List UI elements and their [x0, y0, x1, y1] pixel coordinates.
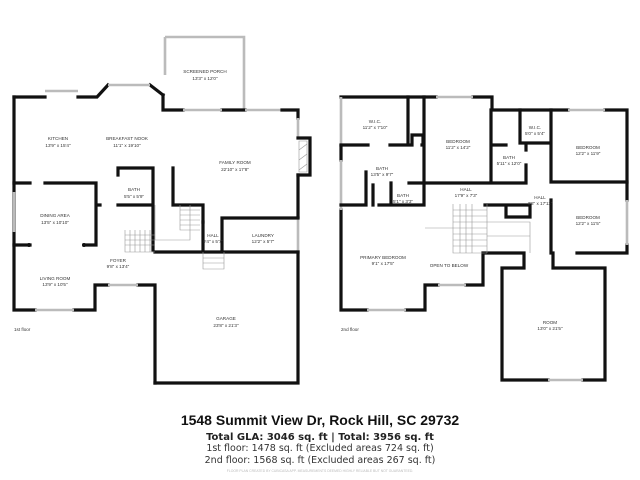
- svg-text:HALL: HALL: [207, 233, 219, 238]
- svg-text:LIVING ROOM: LIVING ROOM: [40, 276, 71, 281]
- room-kitchen: KITCHEN 13'9" x 15'4": [45, 136, 71, 148]
- svg-text:5'1" x 3'3": 5'1" x 3'3": [393, 199, 413, 204]
- svg-text:13'9" x 10'5": 13'9" x 10'5": [42, 282, 68, 287]
- address-title: 1548 Summit View Dr, Rock Hill, SC 29732: [180, 412, 460, 428]
- svg-text:BREAKFAST NOOK: BREAKFAST NOOK: [106, 136, 149, 141]
- svg-text:BATH: BATH: [503, 155, 515, 160]
- svg-text:13'5" x 10'10": 13'5" x 10'10": [41, 220, 69, 225]
- second-floor-labels: 2nd floor W.I.C.11'2" x 7'10" BEDROOM11'…: [341, 119, 601, 332]
- svg-text:11'2" x 14'2": 11'2" x 14'2": [446, 145, 471, 150]
- room-family-room: FAMILY ROOM 22'10" x 17'8": [219, 160, 251, 172]
- svg-text:13'9" x 15'4": 13'9" x 15'4": [45, 143, 71, 148]
- room-screened-porch: SCREENED PORCH 13'3" x 12'0": [183, 69, 226, 81]
- room-breakfast-nook: BREAKFAST NOOK 11'1" x 19'10": [106, 136, 149, 148]
- svg-text:12'2" x 11'9": 12'2" x 11'9": [576, 151, 601, 156]
- room-wic: W.I.C.11'2" x 7'10": [363, 119, 388, 130]
- svg-text:9'8" x 13'4": 9'8" x 13'4": [107, 264, 130, 269]
- svg-text:13'3" x 12'0": 13'3" x 12'0": [192, 76, 218, 81]
- svg-text:KITCHEN: KITCHEN: [48, 136, 68, 141]
- svg-text:OPEN TO BELOW: OPEN TO BELOW: [430, 263, 469, 268]
- disclaimer: FLOOR PLAN CREATED BY CUBICASA APP. MEAS…: [226, 469, 414, 473]
- svg-text:FAMILY ROOM: FAMILY ROOM: [219, 160, 251, 165]
- svg-text:9'1" x 17'5": 9'1" x 17'5": [372, 261, 395, 266]
- svg-text:W.I.C.: W.I.C.: [369, 119, 382, 124]
- room-wic-2: W.I.C.5'0" x 5'4": [525, 125, 545, 136]
- svg-text:ROOM: ROOM: [543, 320, 557, 325]
- svg-text:17'9" x 7'3": 17'9" x 7'3": [455, 193, 478, 198]
- svg-text:22'10" x 17'8": 22'10" x 17'8": [221, 167, 249, 172]
- floor-plan: 1st floor SCREENED PORCH 13'3" x 12'0" KI…: [12, 35, 629, 385]
- svg-text:GARAGE: GARAGE: [216, 316, 236, 321]
- svg-text:W.I.C.: W.I.C.: [529, 125, 542, 130]
- room-bath: BATH 5'5" x 5'9": [124, 187, 144, 199]
- second-floor-label: 2nd floor: [341, 327, 359, 332]
- svg-text:HALL: HALL: [534, 195, 546, 200]
- svg-text:5'11" x 12'0": 5'11" x 12'0": [497, 161, 522, 166]
- second-floor-plan: [339, 95, 629, 382]
- first-floor-label: 1st floor: [14, 327, 31, 332]
- first-floor-labels: 1st floor SCREENED PORCH 13'3" x 12'0" KI…: [14, 69, 275, 332]
- second-floor-area: 2nd floor: 1568 sq. ft (Excluded areas 2…: [204, 455, 436, 466]
- svg-text:3'8" x 17'11": 3'8" x 17'11": [528, 201, 553, 206]
- svg-text:9'4" x 5'7": 9'4" x 5'7": [203, 239, 223, 244]
- svg-text:5'0" x 5'4": 5'0" x 5'4": [525, 131, 545, 136]
- first-floor-area: 1st floor: 1478 sq. ft (Excluded areas 7…: [206, 443, 434, 454]
- room-dining-area: DINING AREA 13'5" x 10'10": [40, 213, 71, 225]
- first-floor-plan: [12, 35, 312, 385]
- svg-text:BATH: BATH: [376, 166, 388, 171]
- total-area: Total GLA: 3046 sq. ft | Total: 3956 sq.…: [206, 432, 434, 443]
- svg-text:PRIMARY BEDROOM: PRIMARY BEDROOM: [360, 255, 406, 260]
- svg-text:DINING AREA: DINING AREA: [40, 213, 71, 218]
- svg-text:SCREENED PORCH: SCREENED PORCH: [183, 69, 226, 74]
- svg-text:BEDROOM: BEDROOM: [576, 145, 600, 150]
- svg-text:HALL: HALL: [460, 187, 472, 192]
- svg-text:23'8" x 21'3": 23'8" x 21'3": [213, 323, 239, 328]
- room-garage: GARAGE 23'8" x 21'3": [213, 316, 239, 328]
- room-open-to-below: OPEN TO BELOW: [430, 263, 469, 268]
- svg-text:13'5" x 9'7": 13'5" x 9'7": [371, 172, 394, 177]
- svg-text:12'2" x 5'7": 12'2" x 5'7": [252, 239, 275, 244]
- svg-text:FOYER: FOYER: [110, 258, 127, 263]
- svg-text:13'0" x 21'5": 13'0" x 21'5": [537, 326, 563, 331]
- svg-text:BATH: BATH: [397, 193, 409, 198]
- svg-text:5'5" x 5'9": 5'5" x 5'9": [124, 194, 144, 199]
- svg-text:BATH: BATH: [128, 187, 140, 192]
- svg-text:12'2" x 11'5": 12'2" x 11'5": [576, 221, 601, 226]
- svg-text:11'2" x 7'10": 11'2" x 7'10": [363, 125, 388, 130]
- svg-text:BEDROOM: BEDROOM: [446, 139, 470, 144]
- svg-text:BEDROOM: BEDROOM: [576, 215, 600, 220]
- svg-text:11'1" x 19'10": 11'1" x 19'10": [113, 143, 141, 148]
- svg-text:LAUNDRY: LAUNDRY: [252, 233, 274, 238]
